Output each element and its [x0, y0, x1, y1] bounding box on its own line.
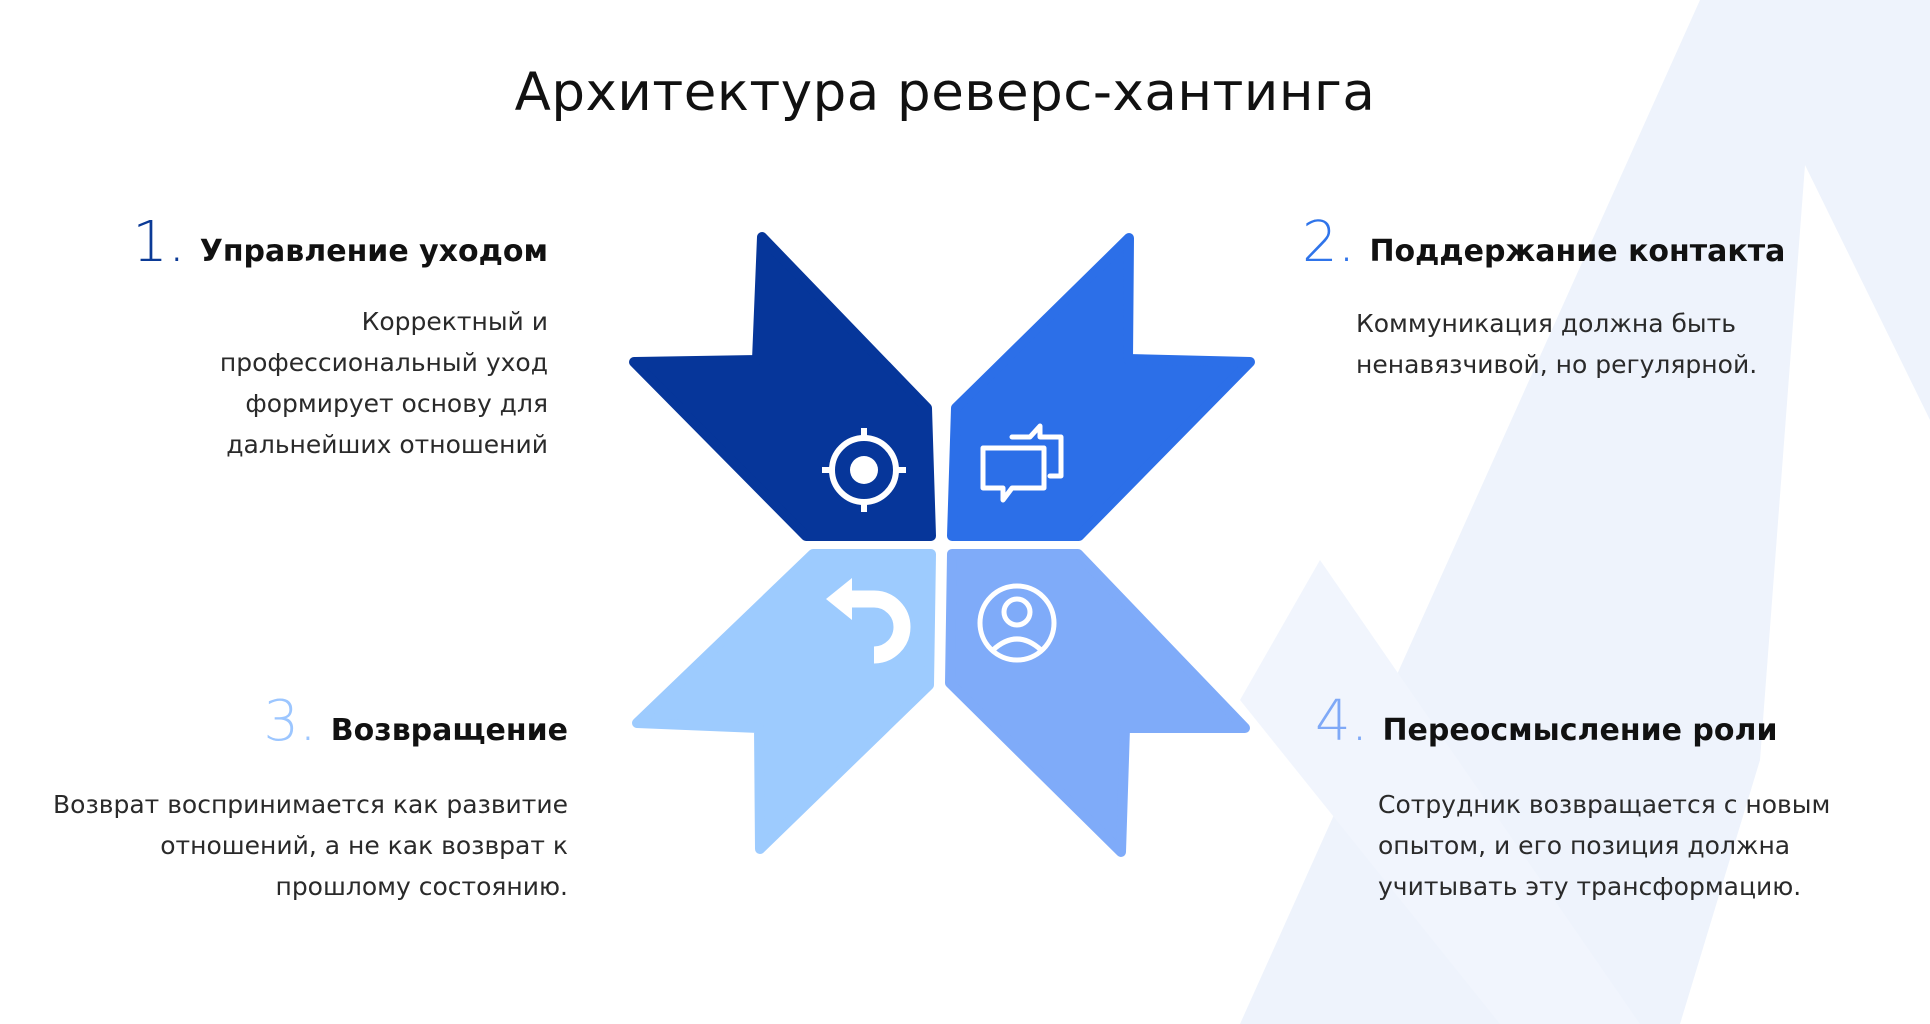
step-3-title: Возвращение	[330, 713, 568, 748]
step-3-description: Возврат воспринимается как развитие отно…	[53, 790, 568, 901]
petal-diagram	[629, 232, 1255, 857]
petal-4	[945, 549, 1250, 857]
step-1-heading: 1. Управление уходом	[132, 215, 548, 271]
step-4-description: Сотрудник возвращается с новым опытом, и…	[1378, 790, 1831, 901]
step-2-number: 2.	[1302, 210, 1356, 275]
step-1-description: Корректный и профессиональный уход форми…	[219, 307, 548, 459]
user-circle-icon	[977, 583, 1057, 663]
step-4-title: Переосмысление роли	[1382, 713, 1778, 748]
step-3-number: 3.	[263, 689, 317, 754]
step-4-heading: 4. Переосмысление роли	[1315, 694, 1898, 750]
step-2: 2. Поддержание контакта Коммуникация дол…	[1302, 215, 1876, 385]
target-icon	[822, 428, 906, 512]
return-arrow-icon	[826, 578, 911, 664]
step-2-title: Поддержание контакта	[1369, 234, 1786, 269]
chat-bubbles-icon	[980, 423, 1064, 503]
step-2-heading: 2. Поддержание контакта	[1302, 215, 1876, 271]
step-3: 3. Возвращение Возврат воспринимается ка…	[48, 694, 568, 907]
page-title: Архитектура реверс-хантинга	[514, 62, 1376, 123]
step-1-title: Управление уходом	[199, 234, 548, 269]
step-2-description: Коммуникация должна быть ненавязчивой, н…	[1356, 309, 1758, 379]
petal-1	[629, 232, 936, 541]
petal-2	[947, 233, 1255, 541]
step-1-number: 1.	[132, 210, 186, 275]
step-4: 4. Переосмысление роли Сотрудник возвращ…	[1315, 694, 1898, 907]
step-4-number: 4.	[1315, 689, 1369, 754]
step-3-heading: 3. Возвращение	[48, 694, 568, 750]
petal-3	[632, 549, 936, 854]
step-1: 1. Управление уходом Корректный и профес…	[132, 215, 548, 465]
